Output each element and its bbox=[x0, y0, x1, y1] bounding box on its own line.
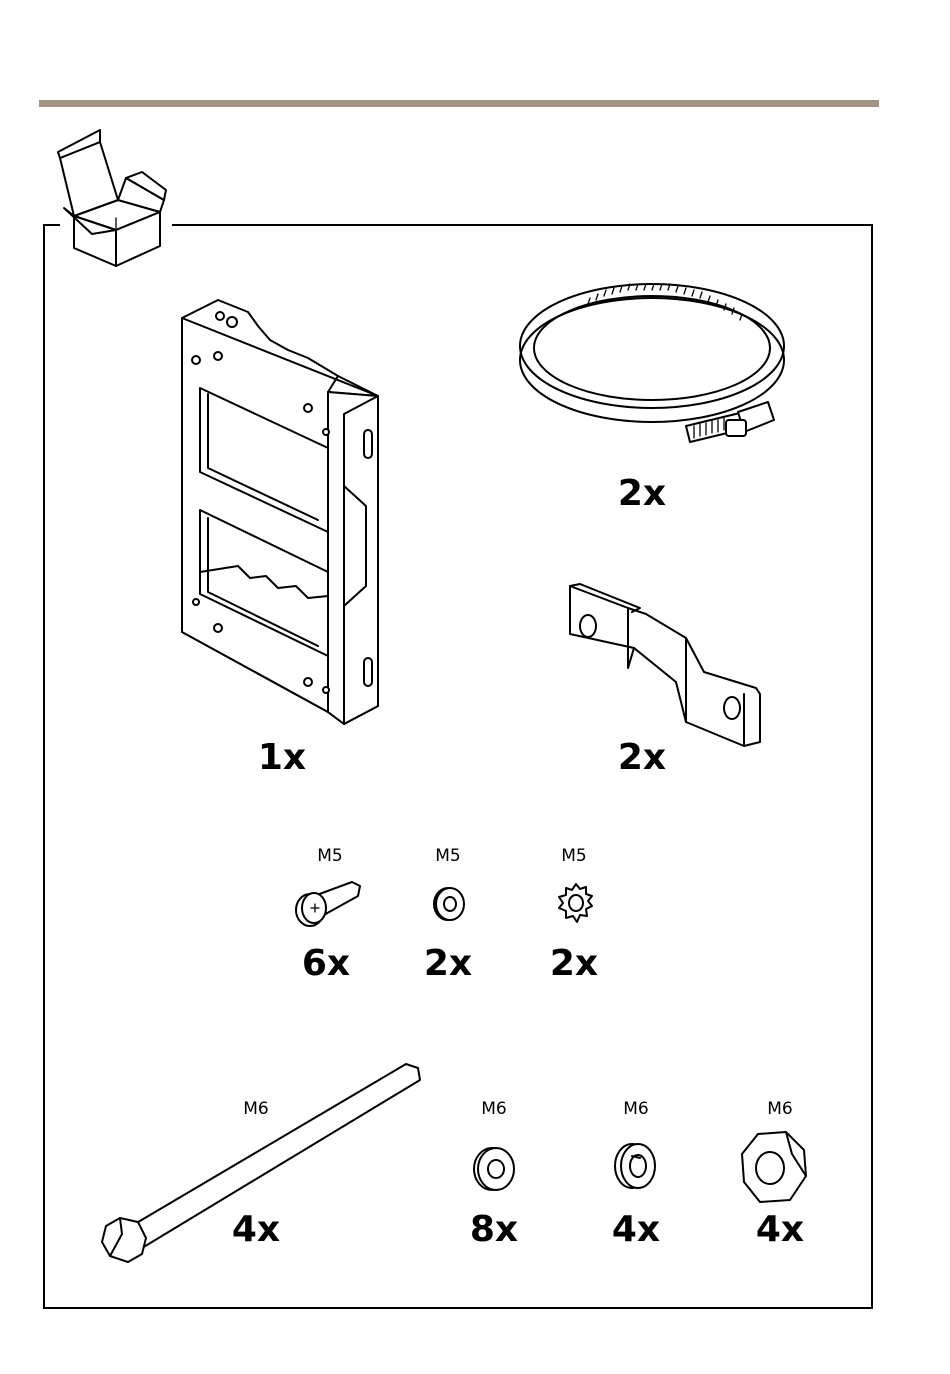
wall-bracket-illustration bbox=[178, 296, 384, 726]
nut-m6-size: M6 bbox=[740, 1099, 820, 1119]
washer-m6-size: M6 bbox=[454, 1099, 534, 1119]
strap-quantity: 2x bbox=[582, 738, 702, 778]
spring-washer-m6-quantity: 4x bbox=[576, 1210, 696, 1250]
lock-washer-m5-quantity: 2x bbox=[514, 944, 634, 984]
m5-screw-illustration bbox=[292, 880, 362, 930]
m5-lock-washer-illustration bbox=[556, 882, 596, 926]
open-box-icon bbox=[52, 128, 172, 270]
header-rule bbox=[39, 100, 879, 107]
washer-m6-quantity: 8x bbox=[434, 1210, 554, 1250]
strap-bracket-illustration bbox=[566, 582, 766, 748]
nut-m6-quantity: 4x bbox=[720, 1210, 840, 1250]
m6-washer-illustration bbox=[470, 1144, 522, 1194]
spring-washer-m6-size: M6 bbox=[596, 1099, 676, 1119]
bolt-m6-quantity: 4x bbox=[196, 1210, 316, 1250]
screw-m5-quantity: 6x bbox=[266, 944, 386, 984]
bracket-quantity: 1x bbox=[222, 738, 342, 778]
hose-clamp-quantity: 2x bbox=[582, 474, 702, 514]
washer-m5-quantity: 2x bbox=[388, 944, 508, 984]
washer-m5-size: M5 bbox=[408, 846, 488, 866]
m6-nut-illustration bbox=[740, 1130, 810, 1204]
bolt-m6-size: M6 bbox=[216, 1099, 296, 1119]
m5-washer-illustration bbox=[430, 884, 470, 924]
m6-spring-washer-illustration bbox=[612, 1140, 660, 1192]
screw-m5-size: M5 bbox=[290, 846, 370, 866]
hose-clamp-illustration bbox=[518, 274, 788, 452]
lock-washer-m5-size: M5 bbox=[534, 846, 614, 866]
